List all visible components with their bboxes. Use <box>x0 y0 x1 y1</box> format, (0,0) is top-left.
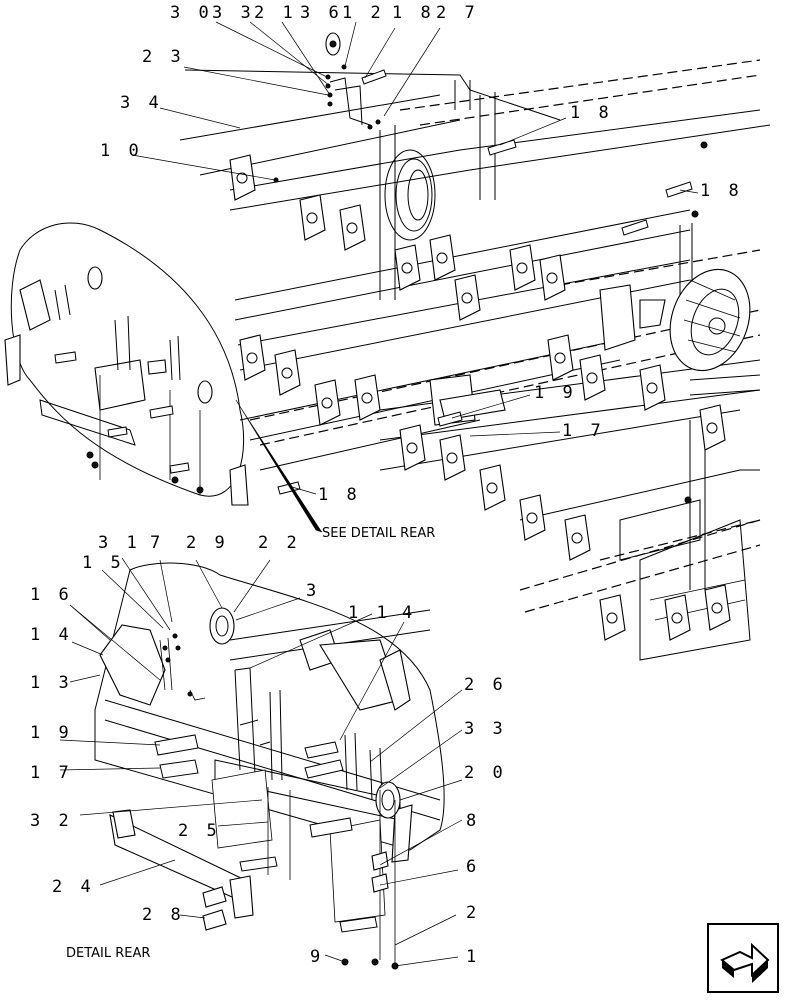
callout-29: 2 9 <box>186 533 229 553</box>
callout-12: 1 2 <box>342 3 385 23</box>
callout-20: 2 0 <box>464 763 507 783</box>
callout-1: 1 <box>466 947 480 967</box>
callout-3: 3 <box>306 581 320 601</box>
callout-24: 2 4 <box>52 877 95 897</box>
callout-31: 3 1 <box>98 533 141 553</box>
callout-26: 2 6 <box>464 675 507 695</box>
callout-18-right: 1 8 <box>570 103 613 123</box>
callout-33-top: 3 3 <box>212 3 255 23</box>
callout-16: 1 6 <box>30 585 73 605</box>
detail-leaders <box>59 557 463 967</box>
disc-hanger-row <box>229 154 731 641</box>
next-page-arrow-icon[interactable] <box>707 923 779 993</box>
callout-17-main: 1 7 <box>562 421 605 441</box>
detail-rear-view <box>94 562 445 970</box>
upper-lighting-kit <box>273 32 708 504</box>
callout-10: 1 0 <box>100 141 143 161</box>
callout-32: 3 2 <box>30 811 73 831</box>
upper-leaders <box>131 21 699 533</box>
callout-7: 7 <box>150 533 164 553</box>
callout-19-main: 1 9 <box>534 383 577 403</box>
detail-rear-caption: DETAIL REAR <box>66 946 150 961</box>
callout-13: 1 3 <box>30 673 73 693</box>
callout-11: 1 1 <box>348 603 391 623</box>
callout-21: 2 1 <box>254 3 297 23</box>
callout-8: 8 <box>466 811 480 831</box>
transport-wheel <box>669 268 751 372</box>
callout-6: 6 <box>466 857 480 877</box>
callout-33-detail: 3 3 <box>464 719 507 739</box>
callout-9: 9 <box>310 947 324 967</box>
callout-18-lower: 1 8 <box>318 485 361 505</box>
hitch-assembly <box>429 284 666 426</box>
callout-27: 2 7 <box>436 3 479 23</box>
callout-18-far-right: 1 8 <box>700 181 743 201</box>
machine-frame <box>179 59 771 661</box>
callout-15: 1 5 <box>82 553 125 573</box>
callout-36: 3 6 <box>300 3 343 23</box>
callout-34: 3 4 <box>120 93 163 113</box>
disc-gang <box>384 149 436 241</box>
callout-4: 4 <box>402 603 416 623</box>
callout-22: 2 2 <box>258 533 301 553</box>
callout-19-detail: 1 9 <box>30 723 73 743</box>
callout-2: 2 <box>466 903 480 923</box>
callout-18-top: 1 8 <box>392 3 435 23</box>
callout-23: 2 3 <box>142 47 185 67</box>
callout-28: 2 8 <box>142 905 185 925</box>
callout-14: 1 4 <box>30 625 73 645</box>
callout-17-detail: 1 7 <box>30 763 73 783</box>
rear-detail-area-outline <box>4 222 249 506</box>
see-detail-rear-caption: SEE DETAIL REAR <box>322 526 435 541</box>
callout-numbers: 3 0 3 3 2 1 3 6 1 2 1 8 2 7 2 3 3 4 1 0 … <box>30 3 743 967</box>
callout-30: 3 0 <box>170 3 213 23</box>
callout-25: 2 5 <box>178 821 221 841</box>
